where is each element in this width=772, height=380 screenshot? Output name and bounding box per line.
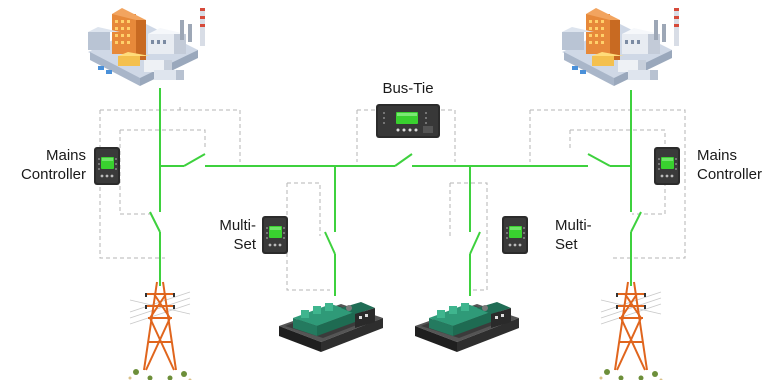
multiset-right-line1: Multi- — [555, 217, 592, 234]
busbar — [159, 88, 632, 296]
multiset-right-label: Multi- Set — [555, 216, 611, 254]
multiset-left-label: Multi- Set — [200, 216, 256, 254]
controller-icon — [502, 216, 528, 254]
mains-controller-left-label: Mains Controller — [14, 146, 86, 184]
mains-right-line2: Controller — [697, 166, 763, 183]
bus-tie-label: Bus-Tie — [372, 79, 444, 98]
circuit-breaker-icon — [149, 153, 642, 255]
pylon-icon — [598, 281, 664, 380]
multiset-right-line2: Set — [555, 236, 578, 253]
generator-icon — [415, 302, 519, 352]
controller-icon — [262, 216, 288, 254]
mains-left-line2: Controller — [20, 166, 86, 183]
mains-left-line1: Mains — [45, 147, 86, 164]
mains-right-line1: Mains — [697, 147, 738, 164]
controller-icon — [376, 104, 440, 138]
controller-icon — [94, 147, 120, 185]
generator-icon — [279, 302, 383, 352]
multiset-left-line2: Set — [233, 236, 256, 253]
bus-tie-text: Bus-Tie — [382, 80, 434, 97]
multiset-left-line1: Multi- — [219, 217, 256, 234]
pylon-icon — [127, 281, 193, 380]
factory-icon — [88, 8, 205, 86]
factory-icon — [562, 8, 679, 86]
controller-icon — [654, 147, 680, 185]
mains-controller-right-label: Mains Controller — [697, 146, 771, 184]
